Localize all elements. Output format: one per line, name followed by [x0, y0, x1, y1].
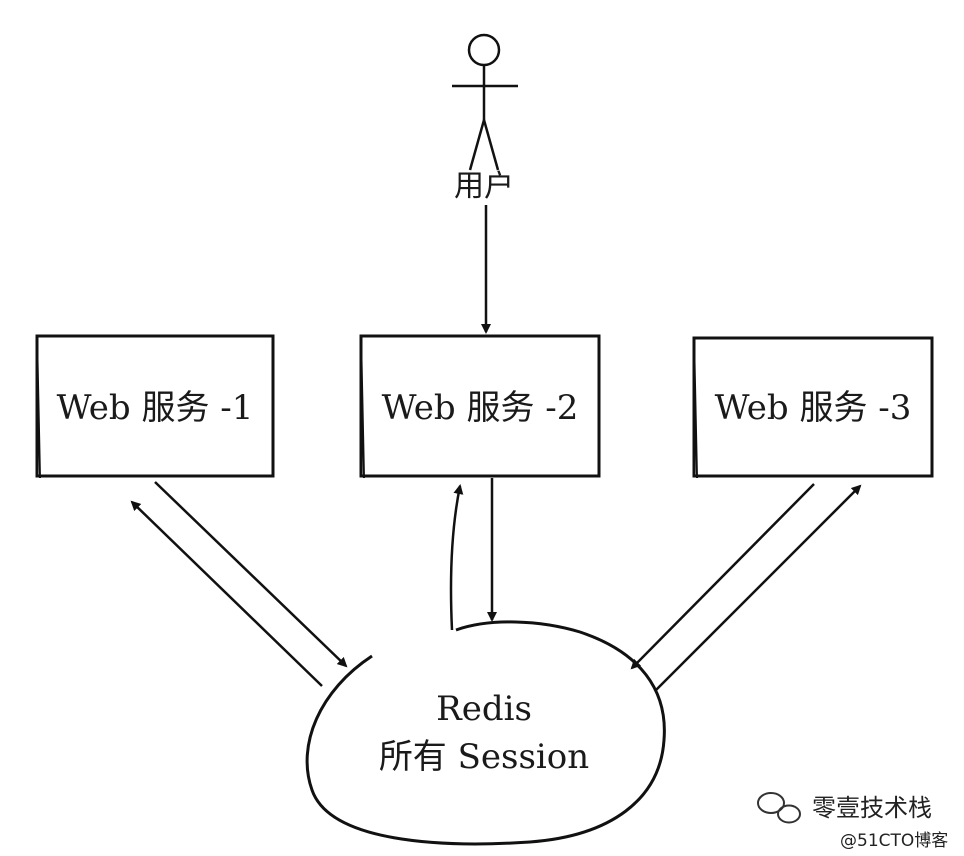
user-actor	[452, 33, 518, 171]
redis-store	[305, 620, 666, 846]
web-box-3: Web 服务 -3	[692, 336, 934, 479]
watermark-title: 零壹技术栈	[812, 794, 932, 822]
watermark: 零壹技术栈 @51CTO博客	[757, 792, 948, 851]
user-leg-right	[482, 119, 500, 171]
watermark-sub: @51CTO博客	[840, 831, 948, 851]
wechat-icon	[757, 792, 801, 824]
arrow-web3-to-redis	[630, 483, 815, 670]
redis-label-line2: 所有 Session	[379, 737, 589, 777]
web-box-1-label: Web 服务 -1	[57, 388, 254, 428]
arrow-redis-to-web2	[449, 484, 464, 631]
user-head	[467, 33, 501, 67]
user-label: 用户	[454, 169, 514, 204]
web-box-2-label: Web 服务 -2	[382, 388, 579, 428]
arrow-redis-to-web3	[655, 484, 862, 691]
arrow-redis-to-web1	[130, 500, 323, 687]
web-box-1: Web 服务 -1	[35, 334, 275, 479]
redis-label-line1: Redis	[436, 689, 532, 729]
arrow-web1-to-redis	[154, 481, 348, 668]
web-box-2: Web 服务 -2	[359, 334, 601, 479]
user-leg-left	[468, 119, 486, 171]
web-box-3-label: Web 服务 -3	[715, 388, 912, 428]
